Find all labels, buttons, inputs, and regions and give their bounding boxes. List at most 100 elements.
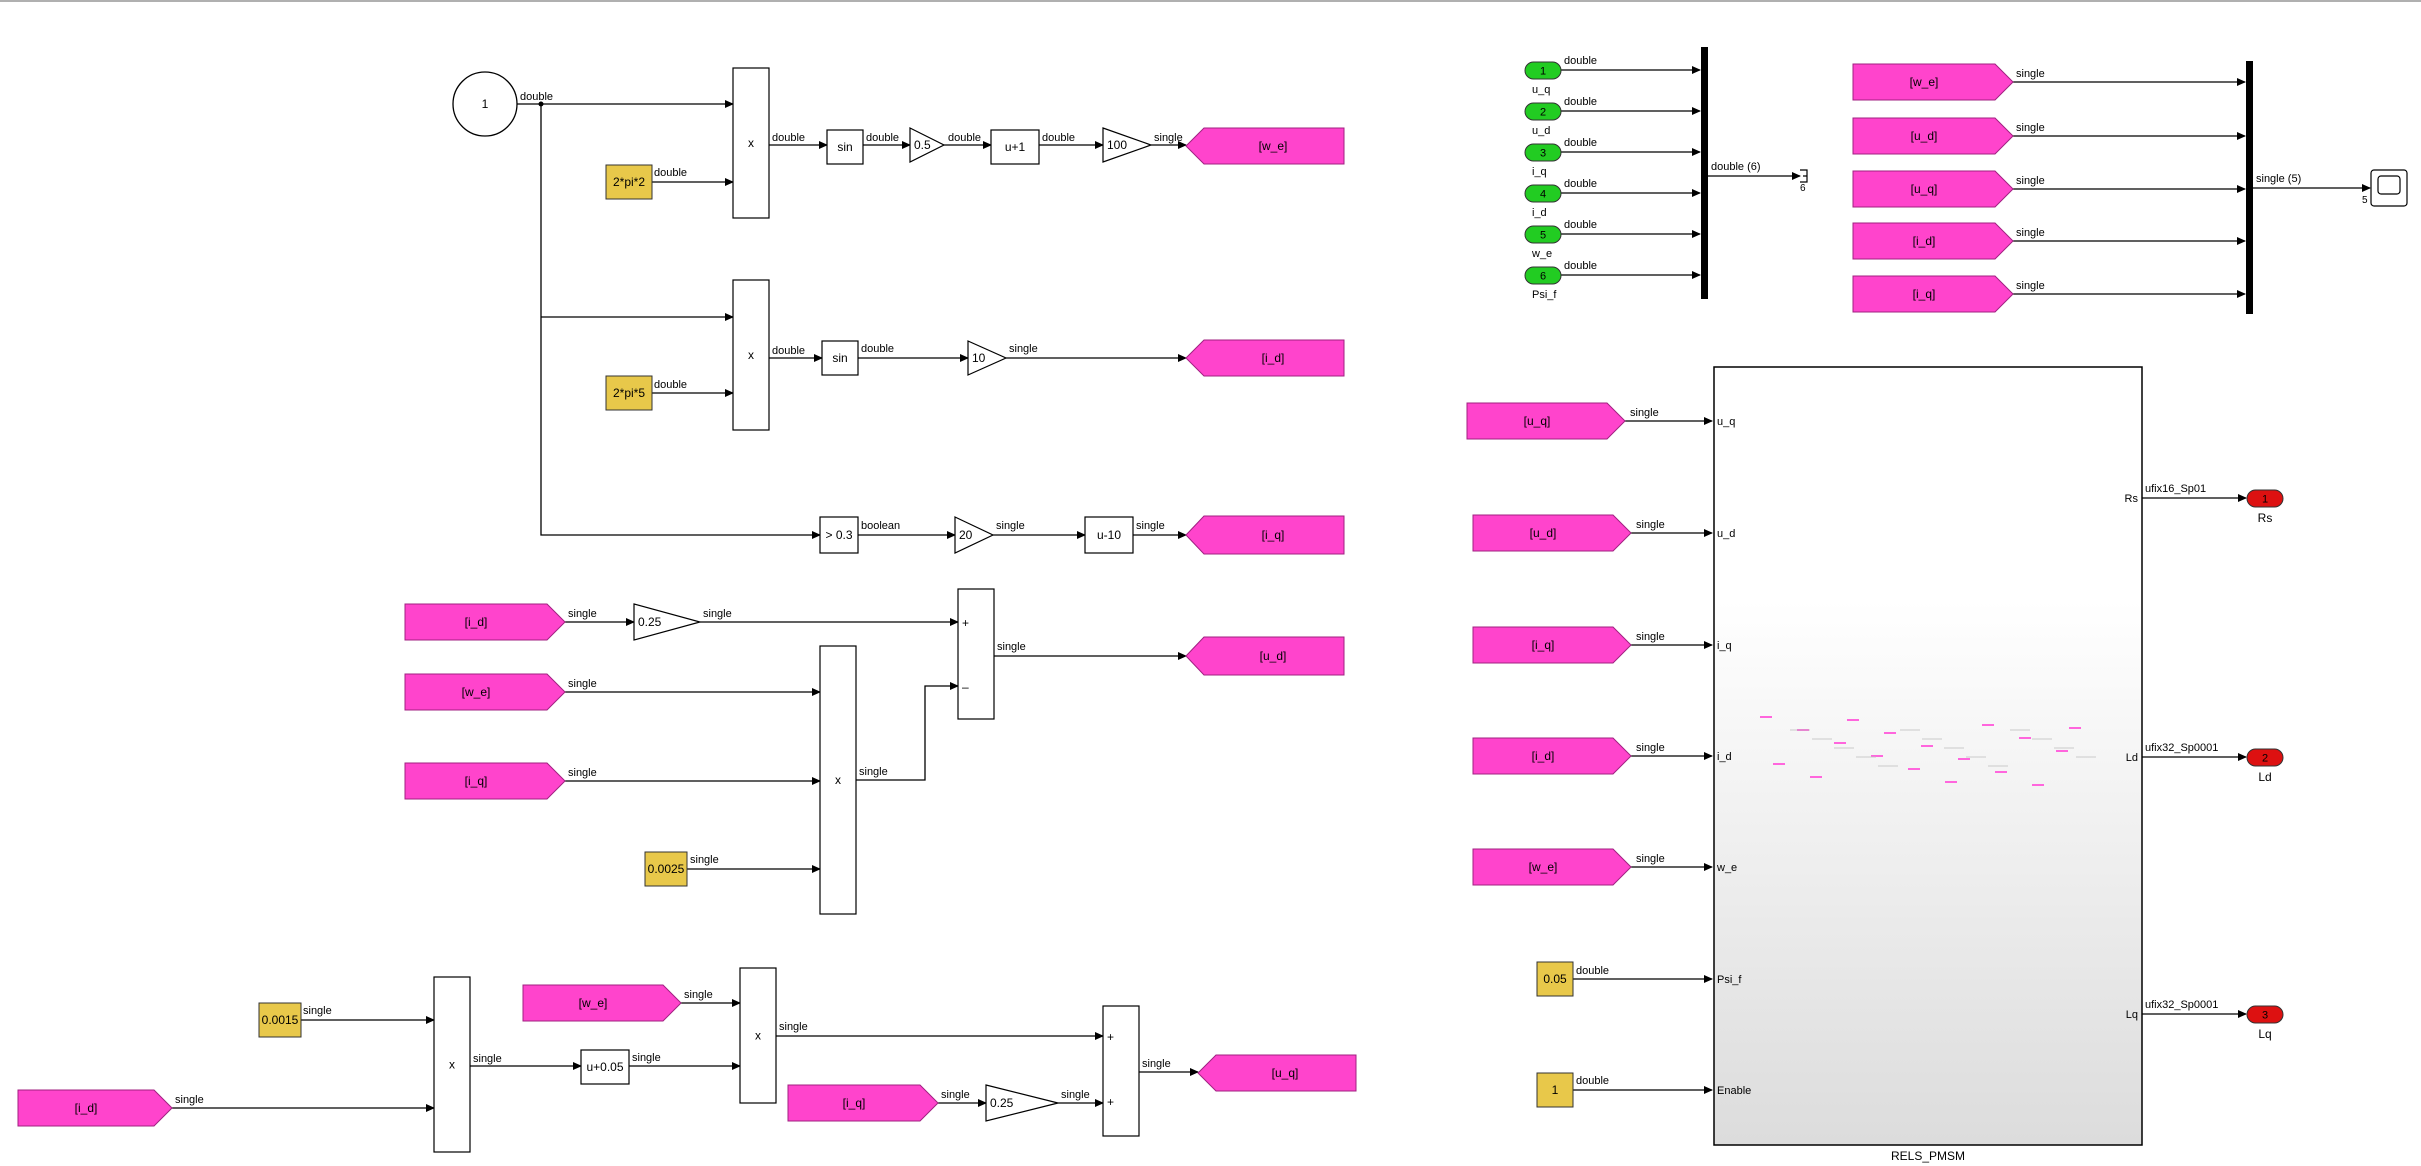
sum-u-d: [957, 588, 995, 720]
compare-0-3: [819, 516, 859, 554]
label: single: [568, 608, 597, 620]
from-scope-2: [1852, 170, 2014, 208]
gain-20: [954, 516, 995, 554]
label: double: [1564, 260, 1597, 272]
inport-name-i_d: i_d: [1532, 207, 1547, 219]
inport-i_q-number: 3: [1540, 148, 1546, 160]
sin-2-label: sin: [832, 351, 847, 365]
from-i-d-1: [404, 603, 566, 641]
goto-u-d-label: [u_d]: [1260, 649, 1287, 663]
product-1-label: x: [748, 136, 754, 150]
label: single: [859, 766, 888, 778]
inport-w_e: [1524, 225, 1562, 244]
preview-mark: [1773, 763, 1785, 765]
label: single: [684, 989, 713, 1001]
from-i-q-2-label: [i_q]: [843, 1096, 866, 1110]
gain-0-5-label: 0.5: [914, 138, 931, 152]
from-scope-1: [1852, 117, 2014, 155]
from-i-d-2: [17, 1089, 173, 1127]
outport-Ld-number: 2: [2262, 753, 2268, 765]
preview-mark: [1982, 724, 1994, 726]
label: double: [1564, 96, 1597, 108]
preview-mark: [2019, 737, 2031, 739]
constant-0-0025-value: 0.0025: [648, 862, 685, 876]
terminator: [1800, 169, 1808, 183]
gain-0-25-2: [985, 1084, 1059, 1122]
label: single: [1061, 1089, 1090, 1101]
preview-mark: [1760, 716, 1772, 718]
goto-w-e-label: [w_e]: [1259, 139, 1288, 153]
gain-100: [1102, 127, 1153, 163]
product-5: [739, 967, 777, 1104]
signal-line: [540, 104, 821, 539]
constant-0-05: [1536, 961, 1574, 997]
from-i-q-2: [787, 1084, 939, 1122]
inport-name-w_e: w_e: [1531, 248, 1552, 260]
label: single: [1636, 742, 1665, 754]
inport-name-u_d: u_d: [1532, 125, 1550, 137]
from-subsys-u_q: [1466, 402, 1626, 440]
from-i-q-1: [404, 762, 566, 800]
bias-u-plus-1-label: u+1: [1005, 140, 1026, 154]
bias-u-plus-1: [990, 129, 1040, 165]
subsystem-preview: [1760, 716, 2096, 786]
label: single: [779, 1021, 808, 1033]
sum-plus-sign: +: [1107, 1095, 1114, 1109]
from-scope-0-label: [w_e]: [1910, 75, 1939, 89]
label: single: [1630, 407, 1659, 419]
constant-0-0025: [644, 851, 688, 887]
outport-Lq: [2246, 1005, 2284, 1024]
from-scope-3-label: [i_d]: [1913, 234, 1936, 248]
top-border: [0, 0, 2421, 2]
subsystem-out-port-Ld: Ld: [2126, 752, 2138, 764]
preview-mark: [1810, 776, 1822, 778]
product-1: [732, 67, 770, 219]
preview-mark: [1908, 768, 1920, 770]
label: single: [303, 1005, 332, 1017]
product-3-label: x: [835, 773, 841, 787]
from-scope-0: [1852, 63, 2014, 101]
inport-Psi_f: [1524, 266, 1562, 285]
inport-u_q-number: 1: [1540, 66, 1546, 78]
preview-mark: [1847, 719, 1859, 721]
subsystem-in-port-i_d: i_d: [1717, 751, 1732, 763]
inport-name-Psi_f: Psi_f: [1532, 289, 1557, 301]
label: single: [1136, 520, 1165, 532]
preview-mark: [1884, 732, 1896, 734]
product-2-label: x: [748, 348, 754, 362]
product-2: [732, 279, 770, 431]
constant-0-0015-value: 0.0015: [262, 1013, 299, 1027]
from-i-q-1-label: [i_q]: [465, 774, 488, 788]
label: double: [1576, 965, 1609, 977]
preview-mark: [1958, 758, 1970, 760]
goto-w-e: [1185, 127, 1345, 165]
preview-mark: [1871, 755, 1883, 757]
label: double: [1564, 137, 1597, 149]
sum-plus-sign: +: [1107, 1030, 1114, 1044]
mux-bus: [1701, 47, 1708, 299]
outport-Ld: [2246, 748, 2284, 767]
inport-Psi_f-number: 6: [1540, 271, 1546, 283]
scope-count: 5: [2362, 195, 2368, 206]
preview-mark: [2069, 727, 2081, 729]
label: double: [772, 132, 805, 144]
label: single: [1154, 132, 1183, 144]
from-w-e-2: [522, 984, 682, 1022]
subsystem-in-port-w_e: w_e: [1716, 862, 1737, 874]
label: double: [654, 379, 687, 391]
inport-i_d-number: 4: [1540, 189, 1546, 201]
subsystem-out-type: ufix32_Sp0001: [2145, 742, 2218, 754]
from-subsys-u_d-label: [u_d]: [1530, 526, 1557, 540]
goto-u-q-label: [u_q]: [1272, 1066, 1299, 1080]
constant-0-05-value: 0.05: [1543, 972, 1567, 986]
from-w-e-1: [404, 673, 566, 711]
inport-name-u_q: u_q: [1532, 84, 1550, 96]
outport-name-Ld: Ld: [2258, 770, 2271, 784]
product-3: [819, 645, 857, 915]
gain-10: [967, 340, 1008, 376]
label: single: [690, 854, 719, 866]
inport-w_e-number: 5: [1540, 230, 1546, 242]
outport-name-Lq: Lq: [2258, 1027, 2271, 1041]
subsystem-name: RELS_PMSM: [1891, 1149, 1965, 1163]
label: single: [2016, 122, 2045, 134]
